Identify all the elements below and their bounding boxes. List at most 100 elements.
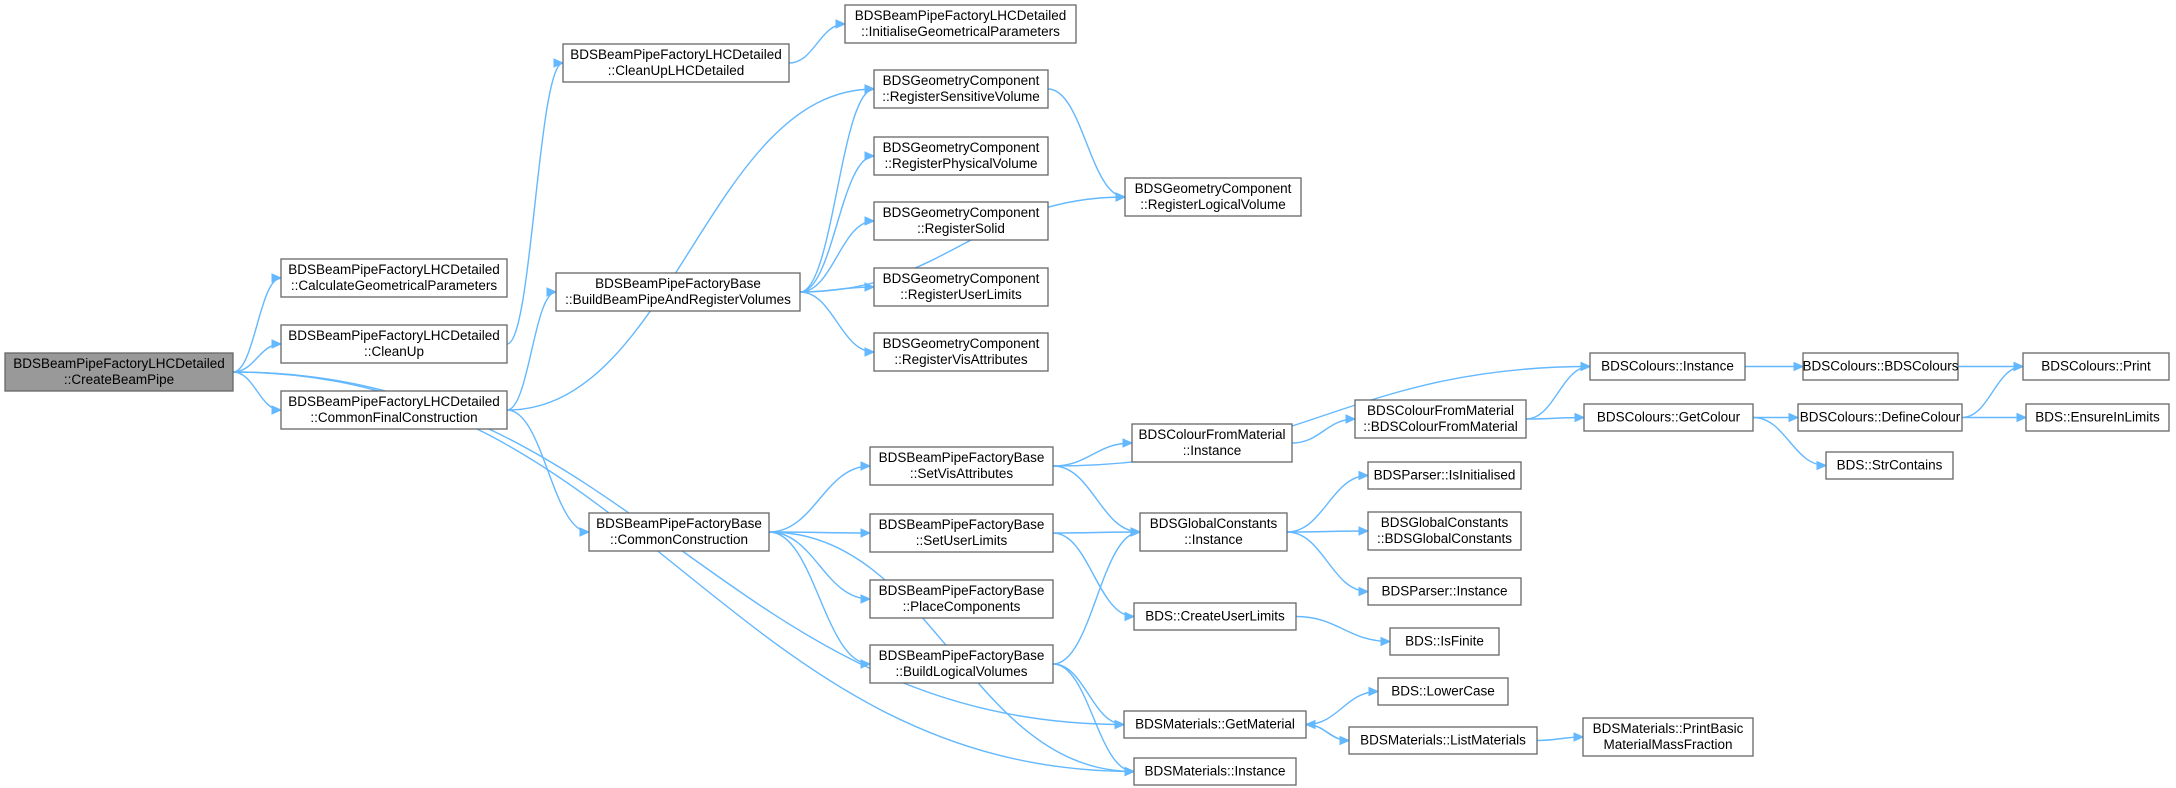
- edge-line: [1961, 365, 2024, 419]
- graph-node[interactable]: BDSColours::Instance: [1589, 352, 1746, 381]
- node-box: [1139, 512, 1288, 552]
- arrowhead: [2013, 361, 2025, 372]
- graph-node[interactable]: BDSColourFromMaterial::BDSColourFromMate…: [1354, 399, 1527, 439]
- arrowhead: [1122, 438, 1134, 448]
- node-label: BDSBeamPipeFactoryBase: [596, 516, 762, 531]
- node-label: BDSBeamPipeFactoryBase: [879, 517, 1045, 532]
- graph-node[interactable]: BDSGeometryComponent::RegisterLogicalVol…: [1124, 177, 1302, 217]
- node-box: [1354, 399, 1527, 439]
- graph-node[interactable]: BDSBeamPipeFactoryBase::PlaceComponents: [869, 579, 1054, 619]
- graph-node[interactable]: BDSColours::DefineColour: [1797, 403, 1963, 432]
- node-box: [1133, 602, 1297, 631]
- node-label: BDSGlobalConstants: [1381, 515, 1509, 530]
- node-label: BDSBeamPipeFactoryLHCDetailed: [288, 394, 500, 409]
- node-label: ::BuildLogicalVolumes: [895, 664, 1027, 679]
- node-box: [1131, 423, 1293, 463]
- graph-node[interactable]: BDSColours::Print: [2022, 352, 2170, 381]
- node-label: BDSGeometryComponent: [1135, 181, 1292, 196]
- arrowhead: [1345, 414, 1357, 424]
- graph-node[interactable]: BDSBeamPipeFactoryBase::BuildLogicalVolu…: [869, 644, 1054, 684]
- graph-node[interactable]: BDSGlobalConstants::BDSGlobalConstants: [1367, 511, 1522, 551]
- node-label: BDSGeometryComponent: [883, 140, 1040, 155]
- graph-node[interactable]: BDSGlobalConstants::Instance: [1139, 512, 1288, 552]
- graph-node[interactable]: BDSMaterials::PrintBasicMaterialMassFrac…: [1582, 717, 1754, 757]
- edge-line: [1286, 530, 1369, 533]
- graph-node[interactable]: BDSGeometryComponent::RegisterSensitiveV…: [873, 69, 1049, 109]
- graph-node[interactable]: BDS::StrContains: [1825, 451, 1954, 480]
- node-label: BDSBeamPipeFactoryBase: [879, 583, 1045, 598]
- node-label: BDSColourFromMaterial: [1367, 403, 1514, 418]
- graph-node[interactable]: BDS::EnsureInLimits: [2025, 403, 2170, 432]
- edge-line: [506, 88, 875, 411]
- arrowhead: [1368, 686, 1380, 697]
- arrowhead: [546, 287, 558, 297]
- arrowhead: [860, 659, 872, 669]
- graph-node[interactable]: BDSParser::Instance: [1367, 577, 1522, 606]
- call-edge: [1052, 527, 1142, 665]
- arrowhead: [1574, 412, 1586, 423]
- call-edge: [1525, 412, 1586, 423]
- arrowhead: [1124, 766, 1136, 777]
- node-box: [1582, 717, 1754, 757]
- node-box: [555, 272, 801, 312]
- node-box: [1825, 451, 1954, 480]
- graph-node[interactable]: BDSGeometryComponent::RegisterSolid: [873, 201, 1049, 241]
- graph-node[interactable]: BDSBeamPipeFactoryBase::CommonConstructi…: [588, 512, 770, 552]
- node-label: BDSMaterials::PrintBasic: [1593, 721, 1744, 736]
- graph-node[interactable]: BDSMaterials::GetMaterial: [1123, 710, 1307, 739]
- arrowhead: [1380, 636, 1392, 647]
- arrowhead: [1124, 611, 1136, 622]
- node-box: [1348, 726, 1538, 755]
- node-label: BDS::EnsureInLimits: [2035, 410, 2160, 425]
- graph-node[interactable]: BDSGeometryComponent::RegisterPhysicalVo…: [873, 136, 1049, 176]
- graph-node[interactable]: BDSMaterials::Instance: [1133, 757, 1297, 786]
- call-edge: [1052, 663, 1126, 730]
- graph-node[interactable]: BDSBeamPipeFactoryLHCDetailed::CleanUpLH…: [562, 43, 790, 83]
- graph-node[interactable]: BDSColours::BDSColours: [1802, 352, 1959, 381]
- edge-line: [506, 409, 590, 533]
- graph-node[interactable]: BDSGeometryComponent::RegisterUserLimits: [873, 267, 1049, 307]
- graph-node[interactable]: BDSMaterials::ListMaterials: [1348, 726, 1538, 755]
- arrowhead: [1358, 470, 1370, 481]
- arrowhead: [860, 594, 872, 604]
- graph-node[interactable]: BDSBeamPipeFactoryBase::BuildBeamPipeAnd…: [555, 272, 801, 312]
- arrowhead: [864, 216, 876, 226]
- call-edge: [799, 84, 876, 293]
- edge-layer: [232, 19, 2028, 777]
- graph-node[interactable]: BDSParser::IsInitialised: [1367, 461, 1522, 490]
- node-box: [1367, 577, 1522, 606]
- graph-node[interactable]: BDS::CreateUserLimits: [1133, 602, 1297, 631]
- node-label: ::SetVisAttributes: [910, 466, 1014, 481]
- node-label: BDS::IsFinite: [1405, 634, 1484, 649]
- graph-node[interactable]: BDSBeamPipeFactoryBase::SetVisAttributes: [869, 446, 1054, 486]
- edge-line: [1052, 663, 1135, 773]
- arrowhead: [1130, 527, 1142, 537]
- call-edge: [506, 409, 591, 537]
- node-label: ::BuildBeamPipeAndRegisterVolumes: [565, 292, 791, 307]
- graph-node[interactable]: BDSBeamPipeFactoryBase::SetUserLimits: [869, 513, 1054, 553]
- graph-node[interactable]: BDSColours::GetColour: [1583, 403, 1754, 432]
- node-box: [1797, 403, 1963, 432]
- graph-node[interactable]: BDSGeometryComponent::RegisterVisAttribu…: [873, 332, 1049, 372]
- graph-node[interactable]: BDSBeamPipeFactoryLHCDetailed::CleanUp: [280, 324, 508, 364]
- node-label: BDSBeamPipeFactoryLHCDetailed: [288, 328, 500, 343]
- call-edge: [506, 58, 565, 345]
- call-edge: [1536, 732, 1585, 742]
- call-edge: [1052, 532, 1136, 622]
- graph-node[interactable]: BDSBeamPipeFactoryLHCDetailed::Initialis…: [844, 4, 1077, 44]
- call-edge: [768, 531, 872, 604]
- arrowhead: [271, 273, 283, 283]
- graph-node[interactable]: BDSBeamPipeFactoryLHCDetailed::CreateBea…: [4, 352, 234, 392]
- graph-node[interactable]: BDSBeamPipeFactoryLHCDetailed::Calculate…: [280, 258, 508, 298]
- graph-node[interactable]: BDS::IsFinite: [1389, 627, 1500, 656]
- graph-node[interactable]: BDSBeamPipeFactoryLHCDetailed::CommonFin…: [280, 390, 508, 430]
- call-edge: [799, 216, 876, 293]
- node-box: [1367, 511, 1522, 551]
- node-label: ::BDSColourFromMaterial: [1363, 419, 1518, 434]
- node-box: [1377, 677, 1509, 706]
- graph-node[interactable]: BDS::LowerCase: [1377, 677, 1509, 706]
- node-box: [562, 43, 790, 83]
- node-label: BDSMaterials::Instance: [1144, 764, 1285, 779]
- call-edge: [1047, 88, 1127, 202]
- graph-node[interactable]: BDSColourFromMaterial::Instance: [1131, 423, 1293, 463]
